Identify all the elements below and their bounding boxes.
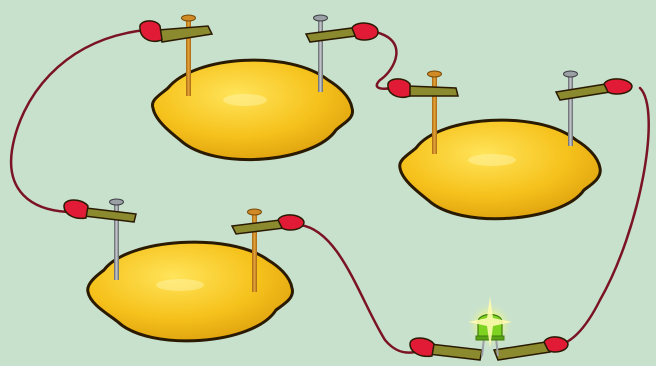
zinc-nail-bottom-lemon (109, 198, 124, 280)
copper-nail-right-lemon (427, 70, 442, 154)
wire-right-to-led (550, 86, 650, 349)
zinc-nail-top-lemon (313, 14, 328, 92)
copper-nail-bottom-lemon (247, 208, 262, 292)
wires (9, 28, 650, 354)
copper-nail-top-lemon (181, 14, 196, 96)
clips (63, 20, 633, 361)
lemon-right (398, 118, 602, 221)
electrodes (109, 14, 578, 292)
clip-led-right (492, 336, 569, 361)
clip-led-left (409, 337, 483, 361)
clip-top-copper (139, 20, 214, 43)
lemon-bottom (86, 240, 294, 343)
zinc-nail-right-lemon (563, 70, 578, 146)
clip-bottom-zinc (63, 199, 137, 223)
clip-right-zinc (554, 78, 633, 101)
clip-top-zinc (304, 22, 379, 43)
led (466, 296, 514, 357)
wire-top-right-to-right-left (373, 30, 398, 90)
led-sparkle-icon (468, 296, 512, 348)
clip-bottom-copper (230, 214, 305, 235)
wire-top-left-to-bottom-left (9, 28, 147, 214)
lemon-top (150, 58, 355, 162)
clip-right-copper (387, 78, 459, 98)
wire-bottom-right-to-led (298, 223, 417, 354)
